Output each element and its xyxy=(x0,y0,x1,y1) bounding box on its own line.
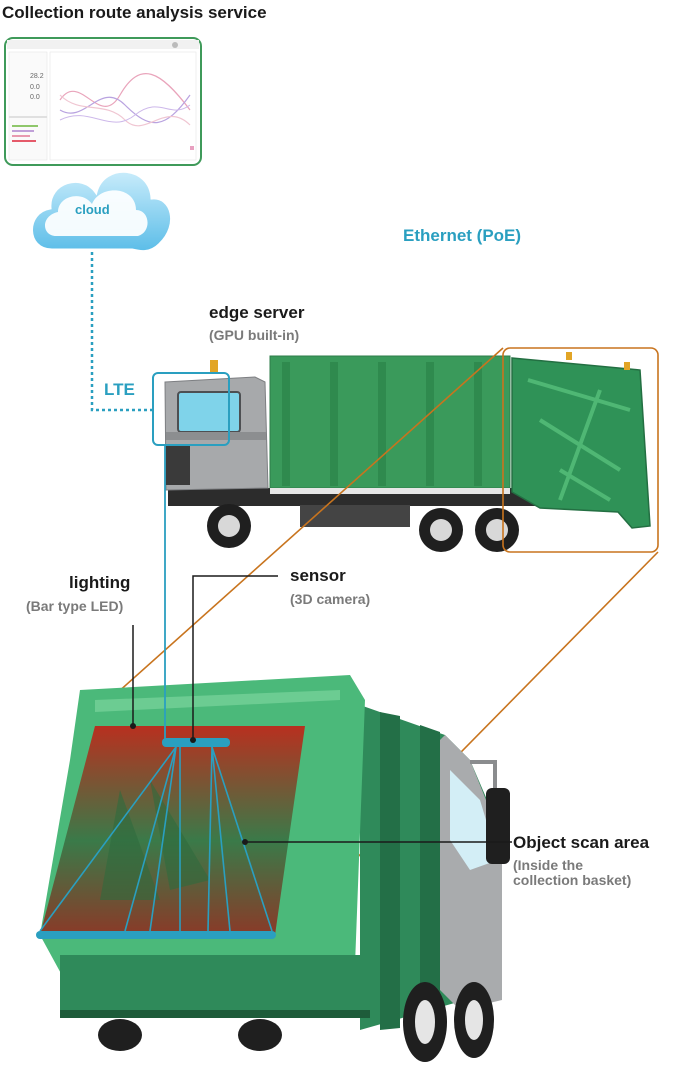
dashboard-value-3: 0.0 xyxy=(30,94,40,101)
sensor-subtitle: (3D camera) xyxy=(290,591,371,607)
sensor-bar xyxy=(162,738,230,747)
diagram-title: Collection route analysis service xyxy=(2,3,267,22)
lte-box xyxy=(152,372,230,446)
edge-server-subtitle: (GPU built-in) xyxy=(209,327,300,343)
truck-side-view xyxy=(164,352,651,552)
sensor-title: sensor xyxy=(290,566,346,585)
lte-label: LTE xyxy=(104,380,135,399)
cloud-label: cloud xyxy=(75,202,110,217)
scan-beams xyxy=(39,746,273,932)
object-scan-title: Object scan area xyxy=(513,833,650,852)
dashboard-thumbnail xyxy=(4,37,202,166)
ethernet-label: Ethernet (PoE) xyxy=(403,226,522,245)
truck-closeup xyxy=(40,675,510,1062)
sensor-callout xyxy=(192,575,278,740)
object-scan-subtitle-1: (Inside the xyxy=(513,857,584,873)
dashboard-value-1: 28.2 xyxy=(30,73,44,80)
lighting-subtitle: (Bar type LED) xyxy=(26,598,124,614)
hopper-highlight xyxy=(502,347,659,553)
dashboard-value-2: 0.0 xyxy=(30,84,40,91)
object-scan-subtitle-2: collection basket) xyxy=(513,872,632,888)
lighting-title: lighting xyxy=(69,573,131,592)
edge-server-title: edge server xyxy=(209,303,305,322)
cloud-icon xyxy=(30,169,173,254)
lte-link xyxy=(90,252,152,412)
lighting-bar xyxy=(36,931,276,939)
